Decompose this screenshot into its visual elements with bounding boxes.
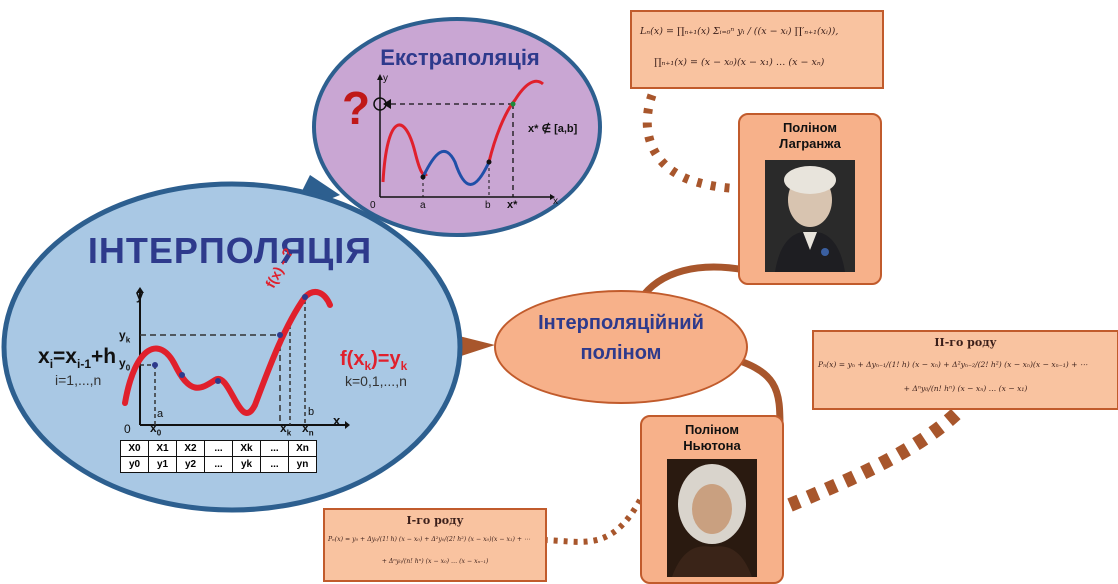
newton-second-kind-box: II-го роду Pₙ(x) = yₙ + Δyₙ₋₁/(1! h) (x … xyxy=(812,330,1118,410)
interp-b: b xyxy=(308,406,315,418)
extrapolation-ellipse xyxy=(312,17,602,237)
table-row: X0 X1 X2 ... Xk ... Xn xyxy=(120,440,317,457)
table-cell: ... xyxy=(260,456,289,473)
second-kind-formula-1: Pₙ(x) = yₙ + Δyₙ₋₁/(1! h) (x − xₙ) + Δ²y… xyxy=(818,360,1088,369)
extrapolation-plot xyxy=(373,74,555,200)
nodes-table: X0 X1 X2 ... Xk ... Xn y0 y1 y2 ... yk .… xyxy=(120,440,317,473)
extra-b: b xyxy=(485,200,491,211)
second-kind-title: II-го роду xyxy=(934,336,997,349)
newton-second-kind-connector xyxy=(787,405,965,512)
center-node-line2: поліном xyxy=(580,342,662,364)
newton-title-line2: Ньютона xyxy=(683,438,741,453)
x0-label: x0 xyxy=(150,421,162,438)
lagrange-formula-box: Lₙ(x) = ∏ₙ₊₁(x) Σᵢ₌₀ⁿ yᵢ / ((x − xᵢ) ∏′ₙ… xyxy=(630,10,884,89)
newton-portrait xyxy=(667,459,757,577)
yk-label: yk xyxy=(119,328,131,345)
interpolation-ellipse xyxy=(1,181,463,513)
lagrange-portrait xyxy=(765,160,855,272)
table-cell: X2 xyxy=(176,440,205,457)
lagrange-node[interactable]: Поліном Лагранжа xyxy=(738,113,882,285)
interpolation-plot xyxy=(122,287,350,429)
node-range: i=1,...,n xyxy=(55,372,102,388)
table-cell: y1 xyxy=(148,456,177,473)
interpolation-title: ІНТЕРПОЛЯЦІЯ xyxy=(87,230,373,271)
table-cell: X1 xyxy=(148,440,177,457)
node-formula: xi=xi-1+h xyxy=(38,345,117,372)
interp-axis-x: x xyxy=(333,413,341,428)
xn-label: xn xyxy=(302,421,314,438)
xk-label: xk xyxy=(280,421,292,438)
extra-xstar-tick: x* xyxy=(507,199,518,211)
table-cell: y0 xyxy=(120,456,149,473)
question-mark-icon: ? xyxy=(342,82,371,134)
first-kind-formula-2: + Δⁿy₀/(n! hⁿ) (x − x₀) … (x − xₙ₋₁) xyxy=(381,558,489,565)
interp-zero: 0 xyxy=(124,422,131,436)
newton-node[interactable]: Поліном Ньютона xyxy=(640,415,784,584)
first-kind-formula-1: Pₙ(x) = y₀ + Δy₀/(1! h) (x − x₀) + Δ²y₀/… xyxy=(328,536,531,543)
table-cell: yn xyxy=(288,456,317,473)
table-cell: yk xyxy=(232,456,261,473)
table-cell: Xn xyxy=(288,440,317,457)
second-kind-formula-2: + Δⁿy₀/(n! hⁿ) (x − xₙ) … (x − x₁) xyxy=(903,384,1028,393)
newton-first-kind-connector xyxy=(539,498,643,545)
y0-label: y0 xyxy=(119,356,131,373)
extra-zero: 0 xyxy=(370,200,376,211)
table-cell: y2 xyxy=(176,456,205,473)
xstar-condition: x* ∉ [a,b] xyxy=(528,123,578,135)
extra-a: a xyxy=(420,200,426,211)
extra-axis-x: x xyxy=(553,196,558,207)
table-cell: ... xyxy=(260,440,289,457)
table-row: y0 y1 y2 ... yk ... yn xyxy=(120,456,317,473)
extra-axis-y: y xyxy=(383,73,388,84)
extrapolation-title: Екстраполяція xyxy=(380,45,540,70)
lagrange-title-line1: Поліном xyxy=(782,120,838,135)
lagrange-formula-1: Lₙ(x) = ∏ₙ₊₁(x) Σᵢ₌₀ⁿ yᵢ / ((x − xᵢ) ∏′ₙ… xyxy=(640,26,839,37)
interp-a: a xyxy=(157,408,164,420)
interpolation-polynomial-node[interactable]: Інтерполяційний поліном xyxy=(494,290,748,404)
newton-first-kind-box: I-го роду Pₙ(x) = y₀ + Δy₀/(1! h) (x − x… xyxy=(323,508,547,582)
interp-axis-y: y xyxy=(136,288,144,303)
lagrange-title-line2: Лагранжа xyxy=(779,136,841,151)
table-cell: ... xyxy=(204,456,233,473)
table-cell: Xk xyxy=(232,440,261,457)
first-kind-title: I-го роду xyxy=(406,514,464,527)
table-cell: X0 xyxy=(120,440,149,457)
lagrange-formula-2: ∏ₙ₊₁(x) = (x − x₀)(x − x₁) … (x − xₙ) xyxy=(654,57,825,68)
table-cell: ... xyxy=(204,440,233,457)
condition-range: k=0,1,...,n xyxy=(345,373,407,389)
interpolation-pointer xyxy=(455,335,495,358)
newton-title-line1: Поліном xyxy=(684,422,740,437)
center-node-line1: Інтерполяційний xyxy=(538,312,704,334)
condition-formula: f(xk)=yk xyxy=(340,348,408,373)
